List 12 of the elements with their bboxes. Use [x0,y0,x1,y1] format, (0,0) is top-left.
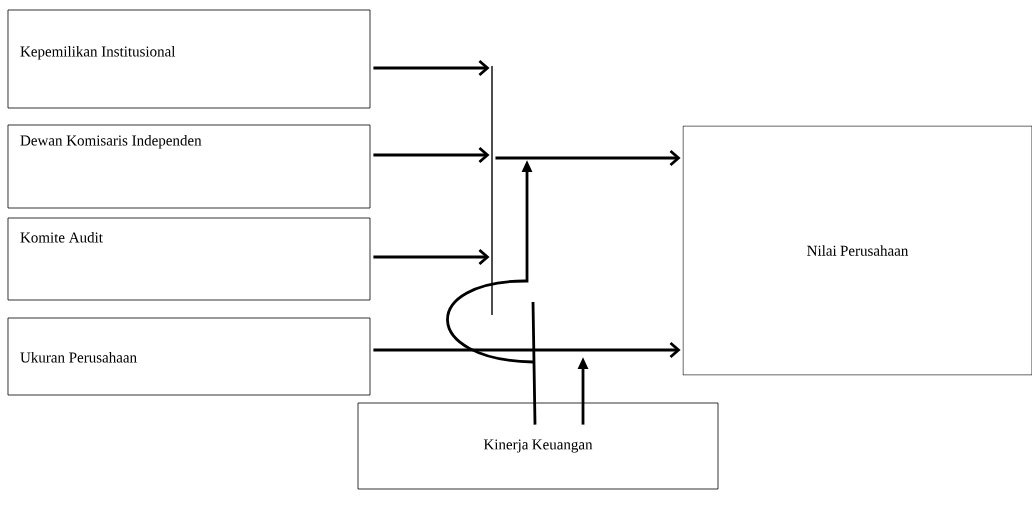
arrow [373,248,490,266]
arrow [373,146,490,164]
variable-box: Komite Audit [7,217,371,301]
arrow [373,341,681,359]
variable-box: Nilai Perusahaan [682,125,1032,376]
variable-box: Ukuran Perusahaan [7,317,371,396]
variable-box: Dewan Komisaris Independen [7,124,371,209]
arrow [373,59,490,77]
junction-line [491,65,493,316]
arrow [495,149,681,167]
variable-box: Kepemilikan Institusional [7,9,371,109]
variable-box: Kinerja Keuangan [357,402,719,490]
